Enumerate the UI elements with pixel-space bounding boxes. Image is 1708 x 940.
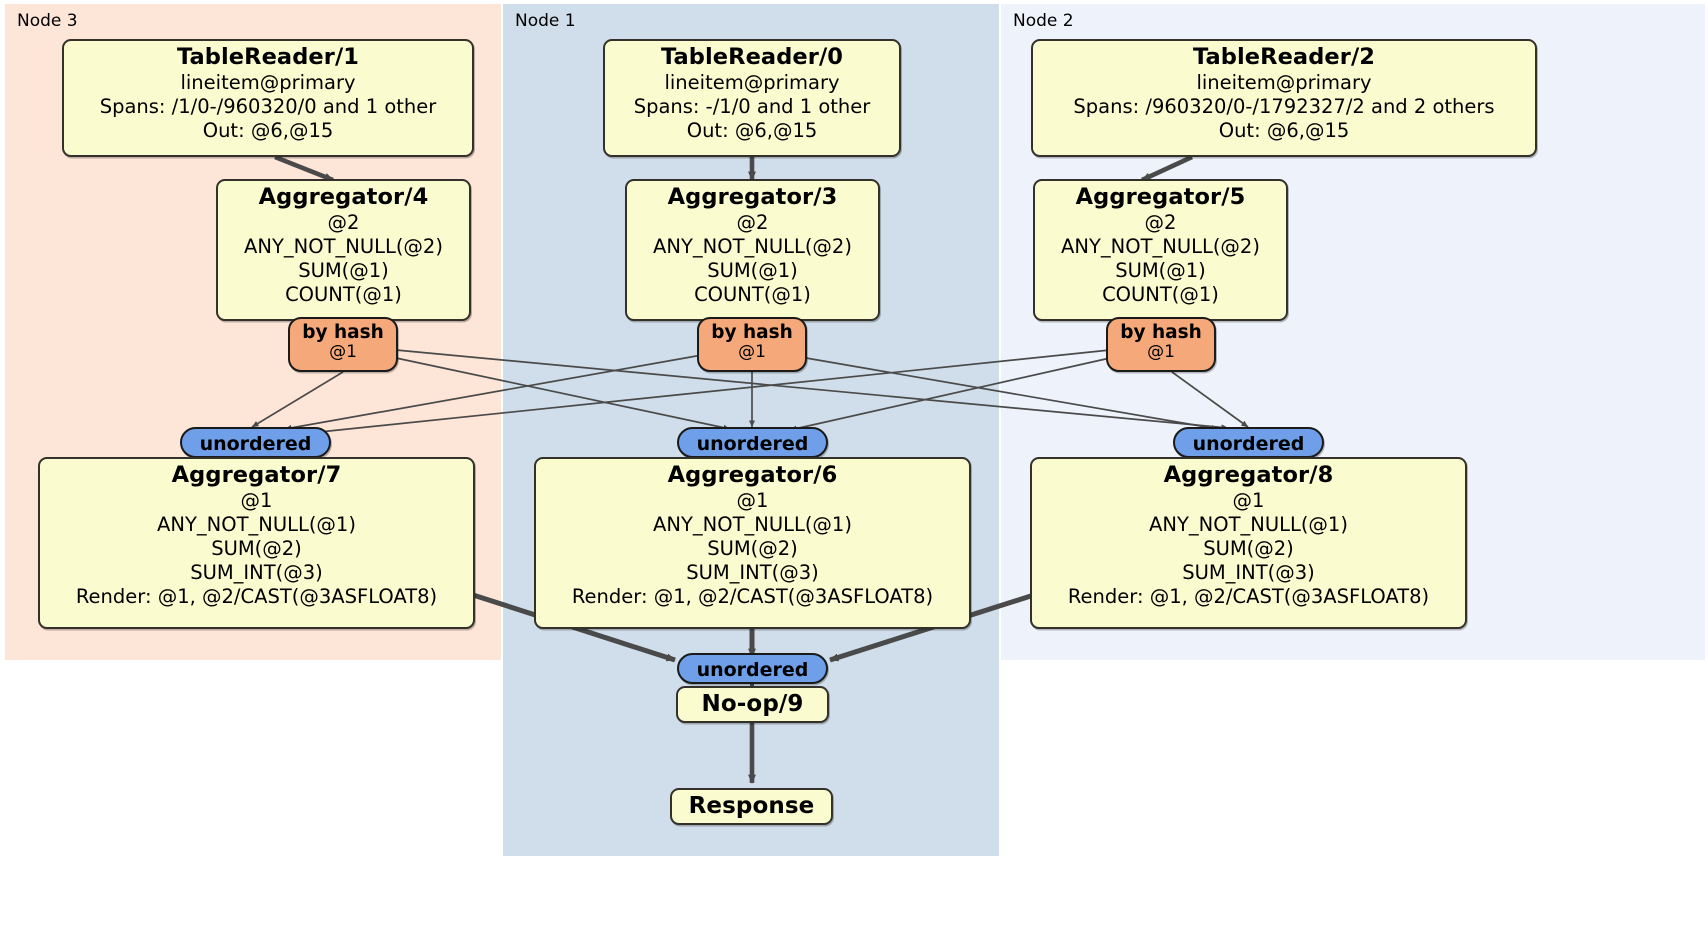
- processor-line: SUM(@2): [707, 536, 798, 560]
- processor-line: Out: @6,@15: [1218, 118, 1350, 142]
- processor-line: Render: @1, @2/CAST(@3ASFLOAT8): [1067, 584, 1430, 608]
- processor-title: Aggregator/6: [667, 462, 838, 488]
- processor-line: Out: @6,@15: [686, 118, 818, 142]
- processor-aggregator-6[interactable]: Aggregator/6 @1 ANY_NOT_NULL(@1) SUM(@2)…: [534, 457, 971, 629]
- processor-line: Out: @6,@15: [202, 118, 334, 142]
- processor-line: SUM(@1): [707, 258, 798, 282]
- processor-title: Aggregator/4: [258, 184, 429, 210]
- processor-line: lineitem@primary: [1196, 70, 1372, 94]
- processor-line: SUM(@2): [1203, 536, 1294, 560]
- processor-line: Render: @1, @2/CAST(@3ASFLOAT8): [75, 584, 438, 608]
- processor-line: Spans: /1/0-/960320/0 and 1 other: [99, 94, 437, 118]
- processor-tablereader-1[interactable]: TableReader/1 lineitem@primary Spans: /1…: [62, 39, 474, 157]
- hash-router-right[interactable]: by hash @1: [1106, 317, 1216, 372]
- synchronizer-label: unordered: [696, 433, 809, 455]
- processor-line: Render: @1, @2/CAST(@3ASFLOAT8): [571, 584, 934, 608]
- processor-line: COUNT(@1): [1102, 282, 1219, 306]
- synchronizer-label: unordered: [696, 659, 809, 681]
- processor-line: @1: [736, 488, 769, 512]
- unordered-synchronizer-center[interactable]: unordered: [677, 427, 828, 458]
- processor-title: Aggregator/8: [1163, 462, 1334, 488]
- processor-line: SUM(@1): [298, 258, 389, 282]
- processor-line: SUM_INT(@3): [686, 560, 819, 584]
- hash-router-left[interactable]: by hash @1: [288, 317, 398, 372]
- processor-line: COUNT(@1): [285, 282, 402, 306]
- synchronizer-label: unordered: [1192, 433, 1305, 455]
- processor-line: SUM_INT(@3): [1182, 560, 1315, 584]
- node-label-node1: Node 1: [515, 11, 576, 31]
- unordered-synchronizer-final[interactable]: unordered: [677, 653, 828, 684]
- hash-router-column: @1: [1147, 342, 1175, 363]
- processor-line: @2: [736, 210, 769, 234]
- processor-line: SUM(@2): [211, 536, 302, 560]
- node-label-node3: Node 3: [17, 11, 78, 31]
- processor-noop-9[interactable]: No-op/9: [676, 686, 829, 723]
- hash-router-column: @1: [738, 342, 766, 363]
- processor-line: SUM(@1): [1115, 258, 1206, 282]
- unordered-synchronizer-right[interactable]: unordered: [1173, 427, 1324, 458]
- processor-title: Aggregator/5: [1075, 184, 1246, 210]
- processor-aggregator-3[interactable]: Aggregator/3 @2 ANY_NOT_NULL(@2) SUM(@1)…: [625, 179, 880, 321]
- processor-line: lineitem@primary: [180, 70, 356, 94]
- processor-title: Response: [688, 793, 815, 819]
- processor-aggregator-5[interactable]: Aggregator/5 @2 ANY_NOT_NULL(@2) SUM(@1)…: [1033, 179, 1288, 321]
- processor-line: ANY_NOT_NULL(@1): [1149, 512, 1348, 536]
- hash-router-label: by hash: [711, 322, 793, 343]
- hash-router-column: @1: [329, 342, 357, 363]
- processor-line: SUM_INT(@3): [190, 560, 323, 584]
- processor-response[interactable]: Response: [670, 788, 833, 825]
- hash-router-center[interactable]: by hash @1: [697, 317, 807, 372]
- processor-line: ANY_NOT_NULL(@2): [244, 234, 443, 258]
- synchronizer-label: unordered: [199, 433, 312, 455]
- node-label-node2: Node 2: [1013, 11, 1074, 31]
- processor-line: @2: [1144, 210, 1177, 234]
- hash-router-label: by hash: [302, 322, 384, 343]
- processor-aggregator-7[interactable]: Aggregator/7 @1 ANY_NOT_NULL(@1) SUM(@2)…: [38, 457, 475, 629]
- processor-line: Spans: -/1/0 and 1 other: [633, 94, 871, 118]
- processor-tablereader-2[interactable]: TableReader/2 lineitem@primary Spans: /9…: [1031, 39, 1537, 157]
- processor-line: Spans: /960320/0-/1792327/2 and 2 others: [1073, 94, 1495, 118]
- unordered-synchronizer-left[interactable]: unordered: [180, 427, 331, 458]
- processor-line: ANY_NOT_NULL(@1): [653, 512, 852, 536]
- processor-aggregator-4[interactable]: Aggregator/4 @2 ANY_NOT_NULL(@2) SUM(@1)…: [216, 179, 471, 321]
- processor-title: TableReader/0: [660, 44, 844, 70]
- processor-line: @1: [240, 488, 273, 512]
- processor-title: Aggregator/7: [171, 462, 342, 488]
- processor-line: ANY_NOT_NULL(@2): [1061, 234, 1260, 258]
- processor-line: ANY_NOT_NULL(@1): [157, 512, 356, 536]
- hash-router-label: by hash: [1120, 322, 1202, 343]
- processor-title: TableReader/1: [176, 44, 360, 70]
- processor-line: @2: [327, 210, 360, 234]
- processor-title: No-op/9: [701, 691, 804, 717]
- processor-tablereader-0[interactable]: TableReader/0 lineitem@primary Spans: -/…: [603, 39, 901, 157]
- processor-title: Aggregator/3: [667, 184, 838, 210]
- processor-line: lineitem@primary: [664, 70, 840, 94]
- processor-line: COUNT(@1): [694, 282, 811, 306]
- processor-title: TableReader/2: [1192, 44, 1376, 70]
- processor-line: ANY_NOT_NULL(@2): [653, 234, 852, 258]
- processor-aggregator-8[interactable]: Aggregator/8 @1 ANY_NOT_NULL(@1) SUM(@2)…: [1030, 457, 1467, 629]
- processor-line: @1: [1232, 488, 1265, 512]
